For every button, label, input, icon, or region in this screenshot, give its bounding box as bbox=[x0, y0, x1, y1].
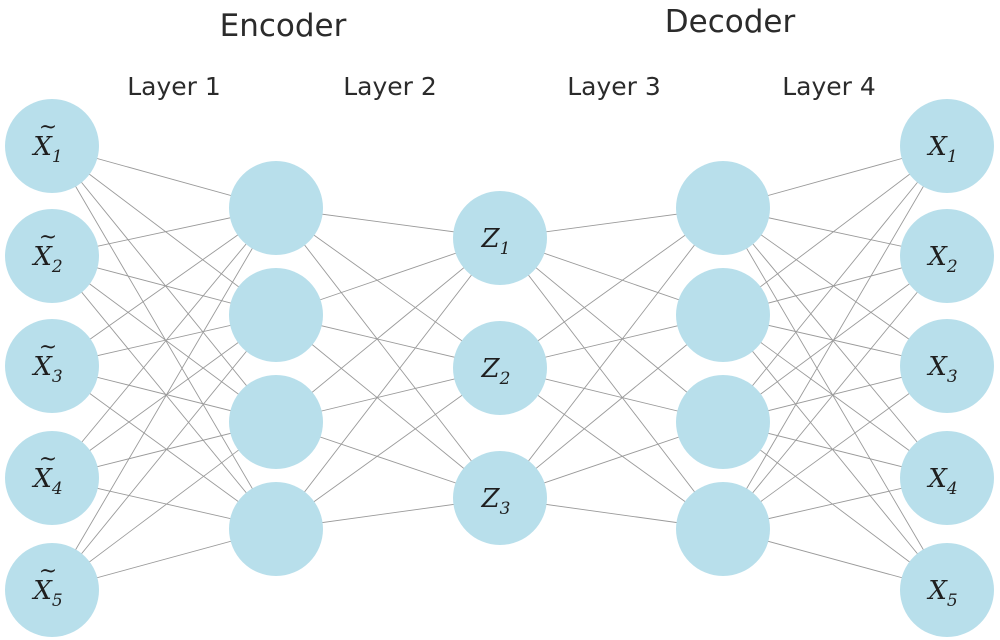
layer-2-label: Layer 2 bbox=[343, 72, 437, 101]
node-circle bbox=[900, 431, 994, 525]
node-circle bbox=[229, 161, 323, 255]
edge-c2n1-c3n3 bbox=[275, 207, 501, 499]
node-col4-1 bbox=[676, 161, 770, 255]
tilde-accent: ~ bbox=[39, 115, 57, 140]
edge-c2n4-c3n1 bbox=[275, 237, 501, 530]
node-col5-4: X4 bbox=[900, 431, 994, 525]
edge-c2n3-c3n1 bbox=[275, 237, 501, 423]
node-col2-3 bbox=[229, 375, 323, 469]
edge-c1n5-c2n2 bbox=[51, 314, 277, 591]
node-col1-4: X4~ bbox=[5, 431, 99, 525]
node-circle bbox=[229, 482, 323, 576]
node-col1-1: X1~ bbox=[5, 99, 99, 193]
node-circle bbox=[229, 375, 323, 469]
tilde-accent: ~ bbox=[39, 335, 57, 360]
decoder-title: Decoder bbox=[665, 4, 796, 40]
edge-c1n5-c2n1 bbox=[51, 207, 277, 591]
node-col1-3: X3~ bbox=[5, 319, 99, 413]
node-col5-1: X1 bbox=[900, 99, 994, 193]
node-circle bbox=[5, 99, 99, 193]
node-circle bbox=[453, 321, 547, 415]
layer-3-label: Layer 3 bbox=[567, 72, 661, 101]
node-circle bbox=[900, 543, 994, 637]
encoder-title: Encoder bbox=[220, 8, 347, 44]
edge-c3n3-c4n2 bbox=[499, 314, 724, 499]
node-col5-2: X2 bbox=[900, 209, 994, 303]
node-col3-3: Z3 bbox=[453, 451, 547, 545]
node-circle bbox=[5, 319, 99, 413]
node-col3-1: Z1 bbox=[453, 191, 547, 285]
edge-c4n1-c5n5 bbox=[722, 207, 948, 591]
node-col2-1 bbox=[229, 161, 323, 255]
edge-c3n1-c4n4 bbox=[499, 237, 724, 530]
node-circle bbox=[5, 543, 99, 637]
edge-c3n3-c4n1 bbox=[499, 207, 724, 499]
edge-c1n1-c2n4 bbox=[51, 145, 277, 530]
node-circle bbox=[676, 268, 770, 362]
edge-c3n1-c4n3 bbox=[499, 237, 724, 423]
node-circle bbox=[676, 375, 770, 469]
edge-c2n2-c3n3 bbox=[275, 314, 501, 499]
edge-c4n3-c5n1 bbox=[722, 145, 948, 423]
tilde-accent: ~ bbox=[39, 559, 57, 584]
node-col4-3 bbox=[676, 375, 770, 469]
node-col5-3: X3 bbox=[900, 319, 994, 413]
edge-c4n1-c5n4 bbox=[722, 207, 948, 479]
edge-c4n4-c5n1 bbox=[722, 145, 948, 530]
node-circle bbox=[676, 161, 770, 255]
tilde-accent: ~ bbox=[39, 447, 57, 472]
node-circle bbox=[900, 99, 994, 193]
node-circle bbox=[5, 209, 99, 303]
node-col4-2 bbox=[676, 268, 770, 362]
node-col2-4 bbox=[229, 482, 323, 576]
node-col2-2 bbox=[229, 268, 323, 362]
node-col4-4 bbox=[676, 482, 770, 576]
node-circle bbox=[5, 431, 99, 525]
edge-c1n4-c2n1 bbox=[51, 207, 277, 479]
node-circle bbox=[900, 319, 994, 413]
edge-c1n1-c2n3 bbox=[51, 145, 277, 423]
node-circle bbox=[453, 191, 547, 285]
node-col1-5: X5~ bbox=[5, 543, 99, 637]
node-circle bbox=[900, 209, 994, 303]
tilde-accent: ~ bbox=[39, 225, 57, 250]
node-col3-2: Z2 bbox=[453, 321, 547, 415]
node-col1-2: X2~ bbox=[5, 209, 99, 303]
node-circle bbox=[453, 451, 547, 545]
node-col5-5: X5 bbox=[900, 543, 994, 637]
edge-c4n4-c5n2 bbox=[722, 255, 948, 530]
node-circle bbox=[229, 268, 323, 362]
node-circle bbox=[676, 482, 770, 576]
layer-4-label: Layer 4 bbox=[782, 72, 876, 101]
edge-c1n2-c2n4 bbox=[51, 255, 277, 530]
edge-c4n2-c5n5 bbox=[722, 314, 948, 591]
layer-1-label: Layer 1 bbox=[127, 72, 221, 101]
